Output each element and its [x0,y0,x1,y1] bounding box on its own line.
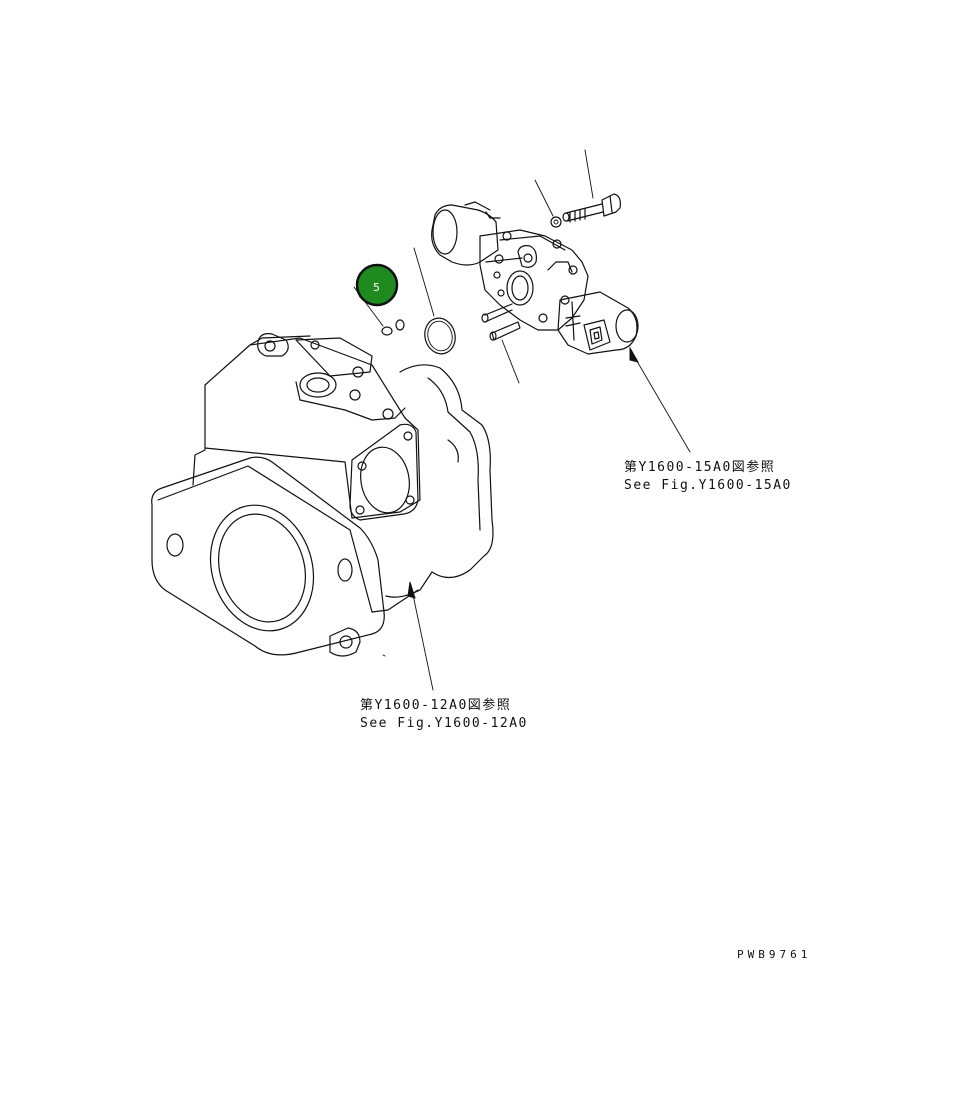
pump-reference-en: See Fig.Y1600-12A0 [360,716,528,731]
o-ring [424,317,456,355]
valve-reference-callout[interactable]: 第Y1600-15A0図参照 See Fig.Y1600-15A0 [624,459,792,493]
badge-number: 5 [373,281,380,294]
badge-fill [361,269,393,301]
valve-washer [550,216,562,228]
stray-mark [382,654,386,657]
valve-reference-jp: 第Y1600-15A0図参照 [624,459,775,475]
pump-body [151,333,494,657]
valve-bolt [562,193,621,223]
drawing-code: PWB9761 [737,948,811,961]
valve-reference-en: See Fig.Y1600-15A0 [624,478,792,493]
control-valve [431,201,639,355]
pump-reference-jp: 第Y1600-12A0図参照 [360,697,511,713]
part-number-badge-5[interactable]: 5 [355,263,399,307]
small-washers [381,319,405,336]
pump-reference-callout[interactable]: 第Y1600-12A0図参照 See Fig.Y1600-12A0 [360,697,528,731]
